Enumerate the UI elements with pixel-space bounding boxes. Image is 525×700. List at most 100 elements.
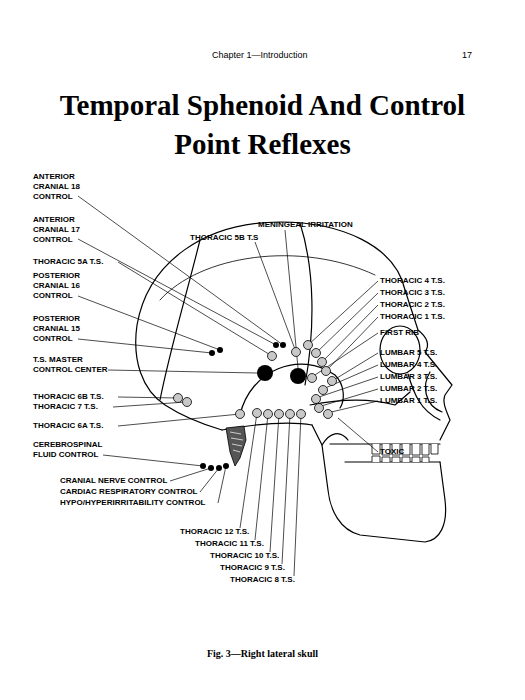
ts-point [328,377,337,386]
control-point [200,463,206,469]
leader-line [118,397,178,398]
reflex-point-label: THORACIC 11 T.S. [195,539,264,549]
leader-line [103,455,203,466]
ts-point [322,367,331,376]
reflex-point-label: LUMBAR 2 T.S. [380,384,437,394]
teeth [372,444,438,462]
reflex-point-label: THORACIC 4 T.S. [380,276,445,286]
leader-line [170,468,211,481]
ts-point [236,410,245,419]
ts-point [324,410,333,419]
leader-line [108,370,257,373]
reflex-point-label: ANTERIOR CRANIAL 17 CONTROL [33,215,95,245]
ts-point [315,404,324,413]
reflex-point-label: THORACIC 9 T.S. [220,563,285,573]
leader-line [218,466,226,503]
mastoid-stripes [230,432,243,452]
ts-point [275,410,284,419]
reflex-point-label: THORACIC 5B T.S [190,233,258,243]
page-title: Temporal Sphenoid And Control Point Refl… [30,86,495,164]
mandible-notch [322,434,348,445]
reflex-point-label: THORACIC 3 T.S. [380,288,445,298]
reflex-point-label: LUMBAR 4 T.S. [380,360,437,370]
reflex-point-label: T.S. MASTER CONTROL CENTER [33,355,113,375]
control-point [217,347,223,353]
leader-line [326,317,378,371]
ts-point [292,348,301,357]
reflex-point-label: TOXIC [380,447,404,457]
lambdoid-suture [160,240,200,400]
control-point [223,463,229,469]
ts-point [318,358,327,367]
reflex-point-label: LUMBAR 1 T.S. [380,396,437,406]
reflex-point-label: THORACIC 6A T.S. [33,421,103,431]
reflex-point-label: FIRST RIB [380,328,419,338]
ts-point [286,410,295,419]
reflex-point-label: POSTERIOR CRANIAL 16 CONTROL [33,271,95,301]
control-point [273,342,279,348]
ts-point [183,398,192,407]
reflex-point-label: THORACIC 5A T.S. [33,257,103,267]
ts-point [253,409,262,418]
temporal-line [160,256,375,300]
reflex-point-label: THORACIC 10 T.S. [210,551,279,561]
figure-caption: Fig. 3—Right lateral skull [0,648,525,660]
leader-line [78,196,283,345]
leader-line [316,293,378,353]
master-point [290,368,306,384]
ts-point [312,395,321,404]
leader-line [323,365,378,389]
reflex-point-label: LUMBAR 3 T.S. [380,372,437,382]
leader-line [200,468,219,492]
reflex-point-label: THORACIC 12 T.S. [180,527,249,537]
reflex-point-label: CEREBROSPINAL FLUID CONTROL [33,440,113,460]
reflex-point-label: THORACIC 2 T.S. [380,300,445,310]
leader-line [282,414,290,564]
coronal-suture [300,223,312,385]
ts-point [308,374,317,383]
page-header: Chapter 1—Introduction [212,50,308,61]
ts-point [312,349,321,358]
reflex-point-label: LUMBAR 5 T.S. [380,348,437,358]
ts-point [319,386,328,395]
ts-point [268,352,277,361]
reflex-point-label: THORACIC 7 T.S. [33,402,98,412]
lower-teeth [372,456,429,462]
page-number: 17 [462,50,472,61]
leader-line [327,401,378,413]
leader-line [118,262,272,356]
control-point [280,342,286,348]
reflex-point-label: MENINGEAL IRRITATION [258,220,353,230]
control-point [216,465,222,471]
squamous-suture [240,364,343,415]
leader-line [78,239,276,345]
ts-point [174,394,183,403]
mandible-outline [312,425,446,542]
leader-lines [78,196,378,576]
control-points [200,342,306,471]
master-point [257,365,273,381]
leader-line [113,402,186,407]
mastoid-process [226,426,246,466]
leader-line [118,414,240,426]
leader-line [316,377,378,398]
cranium-outline [136,222,405,430]
leader-line [78,296,220,350]
reflex-point-label: HYPO/HYPERIRRITABILITY CONTROL [60,498,206,508]
reflex-point-label: THORACIC 6B T.S. [33,392,104,402]
reflex-point-label: THORACIC 8 T.S. [230,575,295,585]
reflex-point-label: CARDIAC RESPIRATORY CONTROL [60,487,198,497]
ts-point [304,341,313,350]
reflex-point-label: ANTERIOR CRANIAL 18 CONTROL [33,172,95,202]
ts-point [264,410,273,419]
ts-points [174,341,337,419]
reflex-point-label: THORACIC 1 T.S. [380,312,445,322]
leader-line [308,281,378,345]
reflex-point-label: CRANIAL NERVE CONTROL [60,476,167,486]
reflex-point-label: POSTERIOR CRANIAL 15 CONTROL [33,314,95,344]
control-point [208,465,214,471]
leader-line [270,414,279,552]
control-point [209,350,215,356]
leader-line [255,242,296,352]
